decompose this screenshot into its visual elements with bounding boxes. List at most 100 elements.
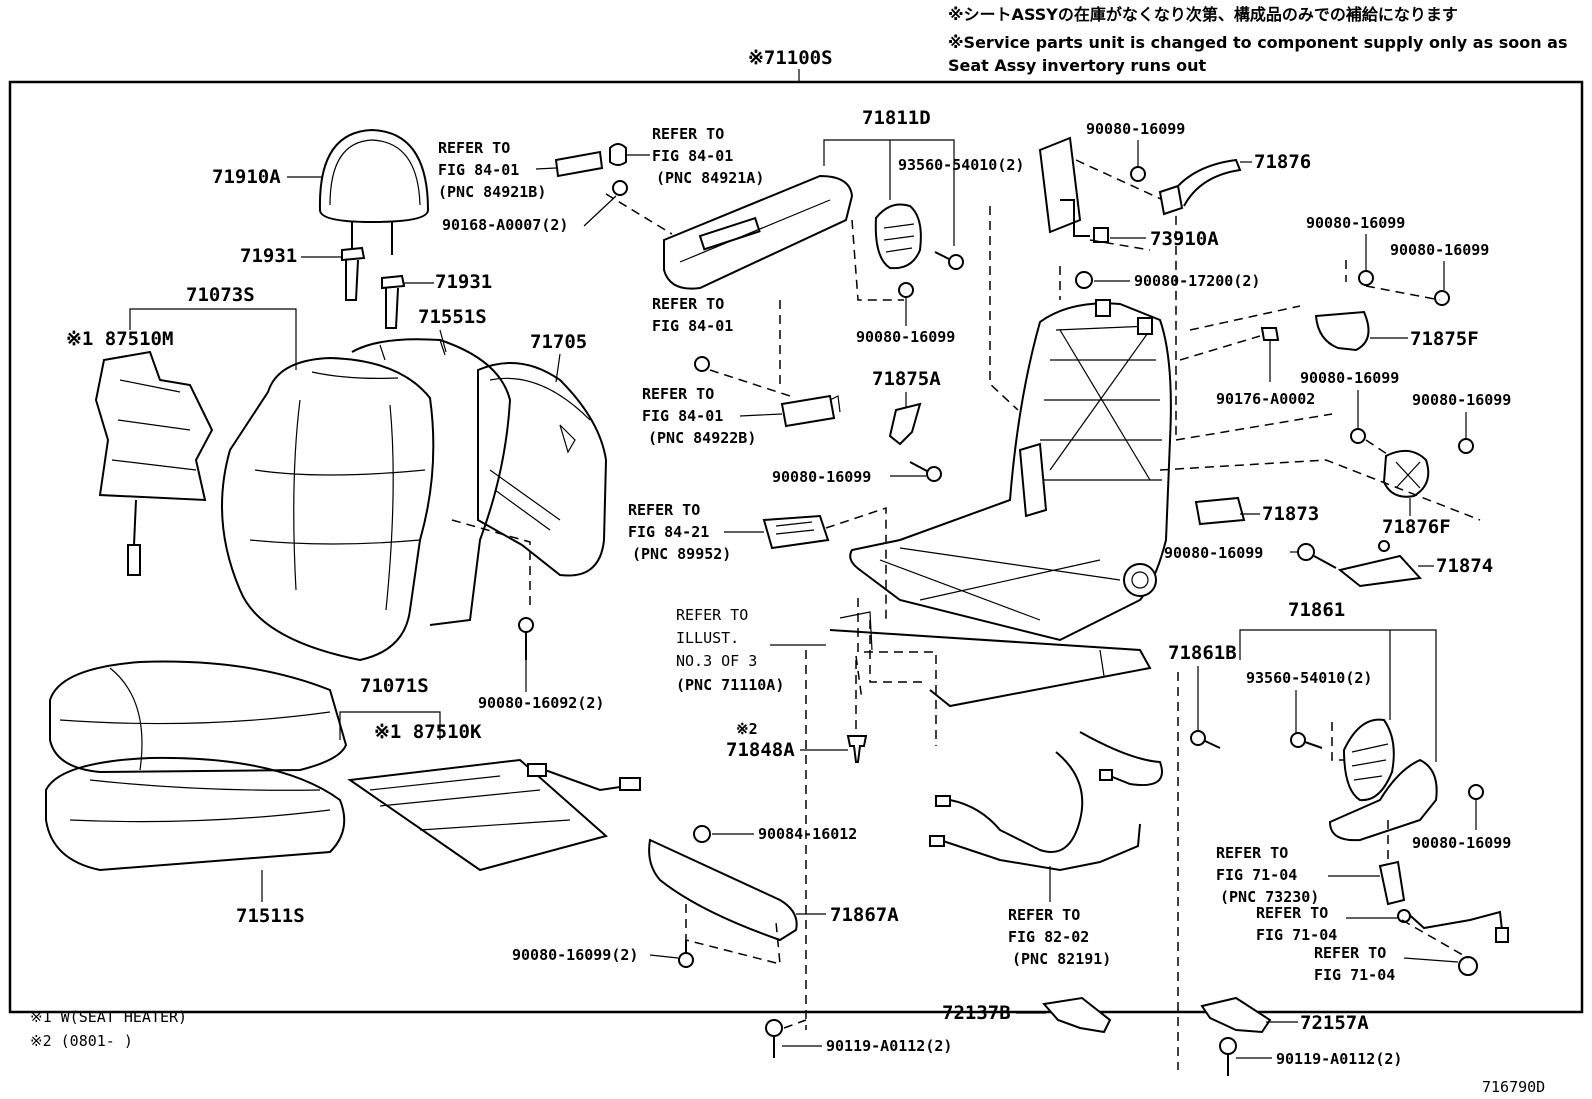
switch-knob-84921B <box>554 150 604 178</box>
label-refer-73230-3: (PNC 73230) <box>1220 888 1319 906</box>
bracket-71873 <box>1194 496 1246 526</box>
hook-71874 <box>1337 540 1423 588</box>
label-90080-16099-b: 90080-16099 <box>1390 241 1489 259</box>
label-71848A-note: ※2 <box>736 720 758 738</box>
dash-90176 <box>1179 335 1261 361</box>
screw-90080-16099-a <box>1358 270 1374 286</box>
label-refer-84922B-1: REFER TO <box>642 385 714 403</box>
label-refer-82191-1: REFER TO <box>1008 906 1080 924</box>
label-71876F: 71876F <box>1382 516 1451 538</box>
switch-module-84922B <box>780 394 841 428</box>
label-90080-16099-front: 90080-16099(2) <box>512 946 638 964</box>
label-refer-84921B-3: (PNC 84921B) <box>438 183 546 201</box>
label-71705: 71705 <box>530 331 587 353</box>
label-90080-16099-d: 90080-16099 <box>1412 391 1511 409</box>
screw-90080-16099-front <box>678 940 694 968</box>
label-71874: 71874 <box>1436 555 1493 577</box>
label-90119-A0112-left: 90119-A0112(2) <box>826 1037 952 1055</box>
label-refer-7104-b1: REFER TO <box>1314 944 1386 962</box>
screw-71861B <box>1190 730 1221 749</box>
label-90080-16099-e: 90080-16099 <box>1164 544 1263 562</box>
label-90176-A0002: 90176-A0002 <box>1216 390 1315 408</box>
dash-ecu <box>825 506 887 620</box>
label-71875F: 71875F <box>1410 328 1479 350</box>
headrest-guide-right <box>381 274 406 329</box>
seat-frame <box>829 299 1172 708</box>
bolt-90119-A0112-left <box>765 1019 783 1058</box>
footnote-2: ※2 (0801- ) <box>30 1032 133 1050</box>
label-90084-16012: 90084-16012 <box>758 825 857 843</box>
label-93560-54010-top: 93560-54010(2) <box>898 156 1024 174</box>
note-jp: ※シートASSYの在庫がなくなり次第、構成品のみでの補給になります <box>948 5 1458 24</box>
label-87510M: ※1 87510M <box>66 328 173 350</box>
label-refer-82191-2: FIG 82-02 <box>1008 928 1089 946</box>
label-refer-7104-b2: FIG 71-04 <box>1314 966 1395 984</box>
label-90080-16099-lower: 90080-16099 <box>1412 834 1511 852</box>
label-93560-54010-low: 93560-54010(2) <box>1246 669 1372 687</box>
seat-ecu-89952 <box>762 514 830 550</box>
dash-buckle-nut <box>1401 919 1469 959</box>
assembly-label: ※71100S <box>748 47 833 69</box>
label-refer-73230-1: REFER TO <box>1216 844 1288 862</box>
nut-7104 <box>1458 956 1478 976</box>
label-refer-7104-a2: FIG 71-04 <box>1256 926 1337 944</box>
dash-front-cover <box>685 904 781 965</box>
label-71876: 71876 <box>1254 151 1311 173</box>
dash-knob-lower <box>1331 722 1344 761</box>
note-en-line1: ※Service parts unit is changed to compon… <box>948 33 1567 52</box>
label-73910A: 73910A <box>1150 228 1219 250</box>
hook-71876 <box>1158 158 1242 216</box>
bracket-71861 <box>1239 629 1437 762</box>
label-71511S: 71511S <box>236 905 305 927</box>
assembly-frame <box>8 80 1584 1014</box>
label-refer-mid-2: FIG 84-01 <box>652 317 733 335</box>
label-71861: 71861 <box>1288 599 1345 621</box>
switch-knob-84921A <box>609 143 627 166</box>
label-87510K: ※1 87510K <box>374 721 482 743</box>
dash-71875F <box>1189 260 1441 331</box>
wire-harness-82191 <box>929 731 1163 872</box>
clip-90176-A0002 <box>1260 327 1280 341</box>
screw-90080-16099-71876 <box>1130 166 1146 182</box>
seat-cushion-cover <box>49 660 348 774</box>
dash-71876F <box>1159 413 1481 521</box>
label-71931-right: 71931 <box>435 271 492 293</box>
label-90080-16099-71876: 90080-16099 <box>1086 120 1185 138</box>
side-cover-knob-lower <box>1342 718 1395 802</box>
headrest-part <box>318 128 430 255</box>
label-71071S: 71071S <box>360 675 429 697</box>
screw-90080-16099-e <box>1297 543 1337 569</box>
footnote-1: ※1 W(SEAT HEATER) <box>30 1008 187 1026</box>
headrest-guide-left <box>341 246 366 301</box>
label-90080-16099-71875A: 90080-16099 <box>772 468 871 486</box>
label-refer-84921A-3: (PNC 84921A) <box>656 169 764 187</box>
screw-90080-16099-b <box>1434 290 1450 306</box>
dash-refer-mid <box>709 369 791 397</box>
front-cover-71867A <box>648 838 798 942</box>
label-refer-mid-1: REFER TO <box>652 295 724 313</box>
label-90080-17200: 90080-17200(2) <box>1134 272 1260 290</box>
label-refer-84921B-1: REFER TO <box>438 139 510 157</box>
dash-switch-cover <box>605 193 781 390</box>
seat-side-cover-lower <box>1328 758 1438 842</box>
label-90119-A0112-right: 90119-A0112(2) <box>1276 1050 1402 1068</box>
label-90080-16092: 90080-16092(2) <box>478 694 604 712</box>
label-71873: 71873 <box>1262 503 1319 525</box>
screw-90080-16099-c <box>1350 428 1366 444</box>
bracket-71876F <box>1382 449 1430 498</box>
seatback-board <box>477 361 608 577</box>
seat-side-cover <box>663 174 854 290</box>
label-71931-left: 71931 <box>240 245 297 267</box>
clip-90084-16012 <box>693 825 711 843</box>
label-refer-84922B-3: (PNC 84922B) <box>648 429 756 447</box>
label-71551S: 71551S <box>418 306 487 328</box>
label-90168-A0007: 90168-A0007(2) <box>442 216 568 234</box>
seatback-pad <box>351 338 512 626</box>
leader-84922B <box>739 413 783 417</box>
label-refer-illust-4: (PNC 71110A) <box>676 676 784 694</box>
screw-90080-16099-71875A <box>909 461 942 482</box>
figure-code: 716790D <box>1482 1078 1545 1096</box>
screw-90080-16099-knob <box>898 282 914 298</box>
label-refer-73230-2: FIG 71-04 <box>1216 866 1297 884</box>
bracket-72157A <box>1200 996 1272 1034</box>
